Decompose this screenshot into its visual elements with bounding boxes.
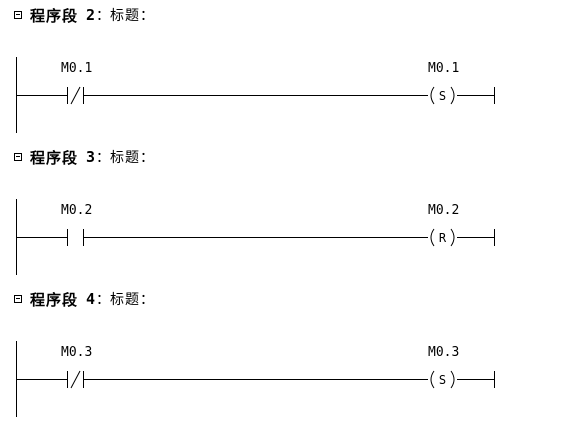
network-label: 程序段 xyxy=(30,148,79,167)
network-header: 程序段 3 ： 标题： xyxy=(14,147,155,167)
ladder-rung: S xyxy=(16,341,495,417)
contact-address[interactable]: M0.1 xyxy=(61,61,93,76)
collapse-toggle-icon[interactable] xyxy=(14,153,22,161)
network-colon: ： xyxy=(96,292,111,308)
ladder-rung: S xyxy=(16,57,495,133)
network-label: 程序段 xyxy=(30,6,79,25)
network-header: 程序段 2 ： 标题： xyxy=(14,5,155,25)
network-title[interactable]: 标题： xyxy=(110,292,156,308)
coil-letter: S xyxy=(439,89,446,103)
coil-letter: S xyxy=(439,373,446,387)
network-label: 程序段 xyxy=(30,290,79,309)
network-3: 程序段 3 ： 标题： R M0.2 M0.2 xyxy=(0,142,572,284)
coil-address[interactable]: M0.3 xyxy=(428,345,460,360)
contact-no-icon[interactable] xyxy=(67,229,84,246)
network-header: 程序段 4 ： 标题： xyxy=(14,289,155,309)
coil-address[interactable]: M0.1 xyxy=(428,61,460,76)
contact-nc-icon[interactable] xyxy=(67,86,84,105)
coil-icon[interactable]: R xyxy=(430,228,455,247)
network-colon: ： xyxy=(96,8,111,24)
coil-address[interactable]: M0.2 xyxy=(428,203,460,218)
collapse-toggle-icon[interactable] xyxy=(14,295,22,303)
network-4: 程序段 4 ： 标题： S M0.3 M0.3 xyxy=(0,284,572,426)
contact-nc-icon[interactable] xyxy=(67,370,84,389)
collapse-toggle-icon[interactable] xyxy=(14,11,22,19)
network-number: 3 xyxy=(86,148,96,166)
network-2: 程序段 2 ： 标题： S M0.1 M0.1 xyxy=(0,0,572,142)
network-number: 2 xyxy=(86,6,96,24)
coil-icon[interactable]: S xyxy=(430,86,455,105)
network-title[interactable]: 标题： xyxy=(110,8,156,24)
coil-icon[interactable]: S xyxy=(430,370,455,389)
ladder-rung: R xyxy=(16,199,495,275)
coil-letter: R xyxy=(439,231,447,245)
contact-address[interactable]: M0.2 xyxy=(61,203,93,218)
network-colon: ： xyxy=(96,150,111,166)
contact-address[interactable]: M0.3 xyxy=(61,345,93,360)
network-title[interactable]: 标题： xyxy=(110,150,156,166)
network-number: 4 xyxy=(86,290,96,308)
